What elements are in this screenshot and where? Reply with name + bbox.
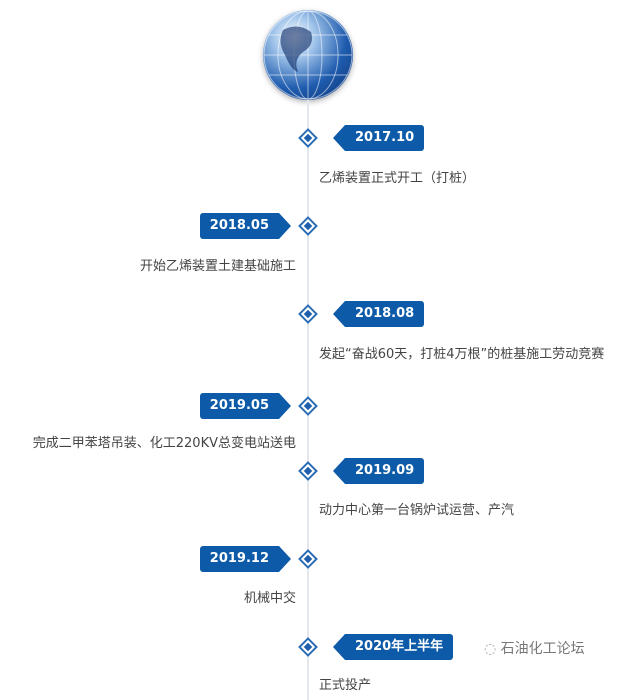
diamond-marker-icon — [298, 128, 318, 148]
diamond-marker-icon — [298, 461, 318, 481]
date-badge: 2019.09 — [332, 458, 425, 484]
date-badge: 2018.05 — [199, 213, 292, 239]
globe-image — [263, 10, 353, 100]
wechat-icon: ◌ — [484, 641, 497, 657]
date-badge: 2019.12 — [199, 546, 292, 572]
watermark-text: 石油化工论坛 — [500, 641, 585, 657]
date-badge: 2019.05 — [199, 393, 292, 419]
event-text: 机械中交 — [243, 591, 296, 606]
event-text: 正式投产 — [319, 678, 372, 693]
event-text: 开始乙烯装置土建基础施工 — [139, 259, 296, 274]
date-badge: 2020年上半年 — [332, 634, 454, 660]
event-text: 乙烯装置正式开工（打桩） — [319, 171, 476, 186]
date-badge: 2018.08 — [332, 301, 425, 327]
event-text: 动力中心第一台锅炉试运营、产汽 — [319, 503, 515, 518]
diamond-marker-icon — [298, 637, 318, 657]
diamond-marker-icon — [298, 304, 318, 324]
event-text: 发起“奋战60天，打桩4万根”的桩基施工劳动竞赛 — [319, 347, 605, 362]
watermark: ◌ 石油化工论坛 — [484, 638, 585, 658]
diamond-marker-icon — [298, 396, 318, 416]
diamond-marker-icon — [298, 549, 318, 569]
event-text: 完成二甲苯塔吊装、化工220KV总变电站送电 — [32, 436, 296, 451]
diamond-marker-icon — [298, 216, 318, 236]
date-badge: 2017.10 — [332, 125, 425, 151]
